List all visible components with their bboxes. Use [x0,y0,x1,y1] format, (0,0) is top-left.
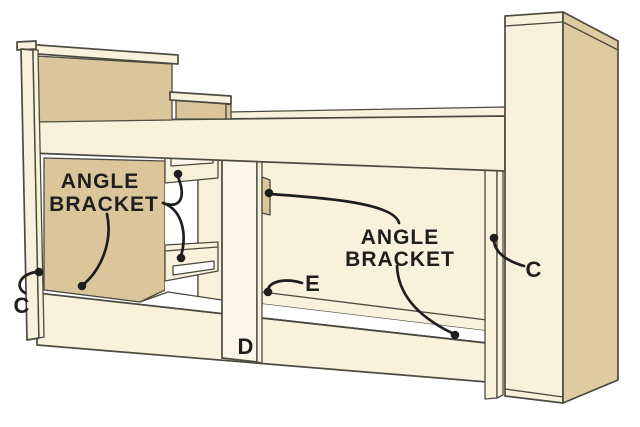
label-part-e: E [305,271,321,296]
divider-cleat [197,158,223,303]
leader-c-right [492,239,526,268]
leader-angle-bracket-left-bottom [82,212,110,286]
label-angle-bracket-left-line2: BRACKET [49,193,159,216]
divider-d [221,158,258,363]
label-angle-bracket-right-line1: ANGLE [361,226,440,249]
leader-angle-bracket-right-bottom [395,264,454,335]
right-stile-side-edge [496,168,504,399]
step-cap [169,91,232,105]
leader-angle-bracket-right-top [268,192,401,225]
leader-dot-bracket-mid [176,253,186,263]
divider-d-side-edge [256,160,263,364]
right-panel-base-line [504,388,564,398]
step-panel-side-edge [225,103,232,120]
right-stile [484,168,498,400]
left-post-cap [16,40,37,51]
label-part-c-left: C [14,293,31,318]
headboard-panel-lower [43,157,166,303]
leader-dot-c-right [489,233,499,243]
leader-dot-e [263,287,273,297]
leader-e [266,279,304,291]
right-panel-front [504,11,564,404]
angle-bracket-bottom-slot [172,260,215,276]
label-part-d: D [238,334,255,359]
leader-dot-c-left [34,267,44,277]
right-panel-side [562,11,619,404]
label-part-c-right: C [526,257,543,282]
leader-angle-bracket-left-mid [161,201,185,258]
leader-dot-bracket-bottom-left [77,281,87,291]
leader-dot-bracket-top [173,169,183,179]
right-panel-cap-line-front [504,21,564,27]
leader-c-left [18,270,38,295]
label-angle-bracket-left-line1: ANGLE [61,170,140,193]
leader-dot-bracket-divider [264,188,274,198]
headboard-panel-upper [35,55,173,123]
angle-bracket-bottom-edge-line [164,246,219,252]
right-panel-cap-line-side [562,21,619,51]
rail-gap-strip [262,304,487,343]
left-post-side-edge [32,49,45,339]
panel-bottom-edge [43,289,223,303]
leader-dot-bracket-bottom-right [450,330,460,340]
label-angle-bracket-right-line2: BRACKET [345,248,455,271]
